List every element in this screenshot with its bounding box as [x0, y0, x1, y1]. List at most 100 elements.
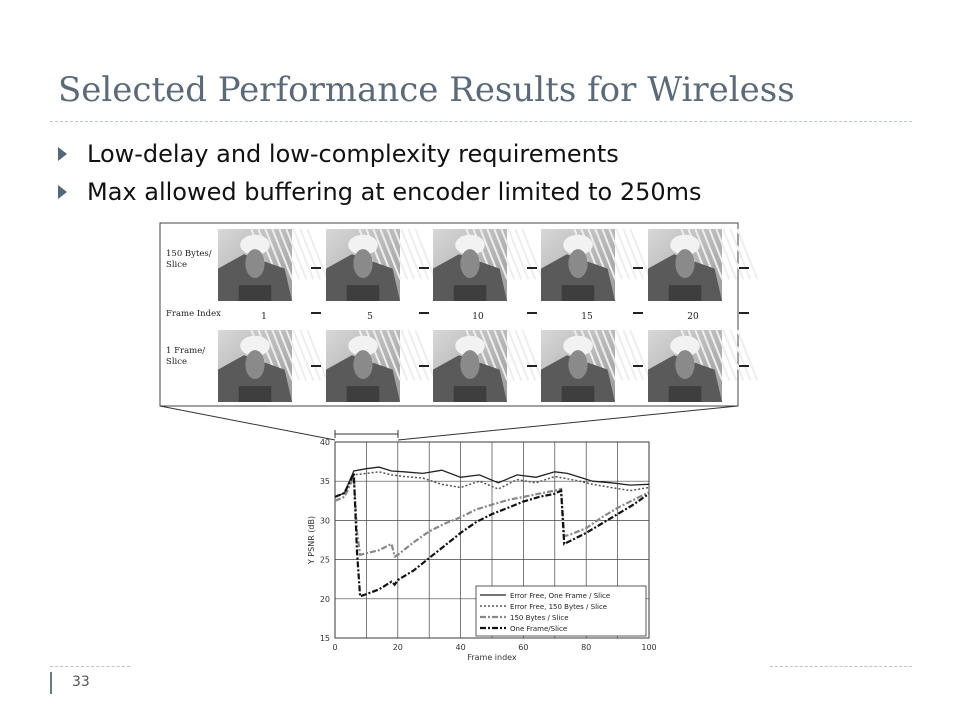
thumbnail-stripe: [736, 329, 759, 381]
thumbnail-stripe: [493, 329, 516, 381]
thumbnail-stripe: [278, 228, 301, 280]
thumbnail-stripe: [521, 228, 544, 280]
frame-thumbnail: [326, 329, 437, 402]
frame-thumbnail: [648, 329, 759, 402]
thumbnail-stripe: [736, 228, 759, 280]
thumbnail-stripe: [292, 329, 315, 381]
frame-thumbnail: [541, 228, 652, 301]
thumbnail-stripe: [615, 329, 638, 381]
shoulders-icon: [238, 285, 272, 301]
thumbnail-stripe: [514, 228, 537, 280]
thumbnail-stripe: [386, 228, 409, 280]
series-line: [334, 471, 650, 502]
hardhat-icon: [240, 335, 270, 356]
frame-index-label: 20: [687, 312, 699, 322]
hardhat-icon: [348, 335, 378, 356]
thumbnail-stripe: [608, 228, 631, 280]
zoom-callout: [159, 405, 739, 441]
thumbnail-stripe: [500, 228, 523, 280]
thumbnail-stripe: [414, 329, 437, 381]
thumbnail-stripe: [486, 329, 509, 381]
triangle-bullet-icon: [58, 185, 67, 199]
y-tick-label: 30: [320, 516, 330, 525]
face-icon: [245, 350, 265, 379]
row-label: 1 Frame/Slice: [166, 346, 205, 367]
title-divider: [50, 121, 912, 122]
thumbnail-stripe: [729, 329, 752, 381]
row-label: 150 Bytes/Slice: [166, 249, 212, 270]
thumbnail-stripe: [500, 329, 523, 381]
thumbnail-stripe: [407, 228, 430, 280]
thumbnail-stripe: [514, 329, 537, 381]
face-icon: [353, 350, 373, 379]
frame-thumbnails: [218, 228, 759, 402]
face-icon: [353, 249, 373, 278]
thumbnail-stripe: [393, 228, 416, 280]
frame-thumbnail: [433, 228, 544, 301]
thumbnail-stripe: [285, 228, 308, 280]
hardhat-icon: [563, 234, 593, 255]
hardhat-icon: [563, 335, 593, 356]
thumbnail-stripe: [407, 329, 430, 381]
thumbnail-stripe: [701, 329, 724, 381]
thumbnail-stripe: [271, 329, 294, 381]
thumbnail-stripe: [379, 329, 402, 381]
triangle-bullet-icon: [58, 147, 67, 161]
series-line: [334, 472, 650, 559]
legend-label: Error Free, 150 Bytes / Slice: [510, 603, 607, 611]
bullet-item: Max allowed buffering at encoder limited…: [58, 178, 702, 206]
y-tick-label: 15: [320, 634, 330, 643]
bullet-item: Low-delay and low-complexity requirement…: [58, 140, 702, 168]
thumbnail-stripe: [708, 228, 731, 280]
hardhat-icon: [670, 234, 700, 255]
thumbnail-stripe: [629, 329, 652, 381]
face-icon: [245, 249, 265, 278]
thumbnail-stripe: [379, 228, 402, 280]
thumbnail-stripe: [722, 329, 745, 381]
thumbnail-stripe: [729, 228, 752, 280]
thumbnail-stripe: [285, 329, 308, 381]
legend-label: 150 Bytes / Slice: [510, 614, 569, 622]
page-number-marker: [50, 672, 52, 694]
frame-thumbnail: [648, 228, 759, 301]
y-tick-label: 20: [320, 595, 330, 604]
x-axis-label: Frame index: [467, 653, 517, 662]
x-tick-label: 0: [332, 643, 337, 652]
bullet-text: Max allowed buffering at encoder limited…: [87, 178, 702, 206]
face-icon: [568, 350, 588, 379]
thumbnail-stripe: [486, 228, 509, 280]
frame-index-label: 5: [367, 312, 373, 322]
footer-divider-left: [50, 666, 130, 667]
hardhat-icon: [670, 335, 700, 356]
series-line: [334, 466, 650, 498]
x-tick-label: 100: [641, 643, 656, 652]
thumbnail-stripe: [386, 329, 409, 381]
shoulders-icon: [346, 285, 380, 301]
face-icon: [568, 249, 588, 278]
x-tick-label: 80: [581, 643, 591, 652]
thumbnail-stripe: [715, 329, 738, 381]
thumbnail-stripe: [393, 329, 416, 381]
shoulders-icon: [453, 386, 487, 402]
thumbnail-stripe: [292, 228, 315, 280]
frame-thumbnail: [541, 329, 652, 402]
x-tick-label: 60: [518, 643, 528, 652]
x-tick-label: 40: [456, 643, 466, 652]
hardhat-icon: [240, 234, 270, 255]
row-label-line: 150 Bytes/: [166, 249, 212, 259]
face-icon: [675, 249, 695, 278]
thumbnail-stripe: [414, 228, 437, 280]
legend-label: Error Free, One Frame / Slice: [510, 592, 610, 600]
thumbnail-stripe: [701, 228, 724, 280]
footer-divider-right: [770, 666, 912, 667]
y-tick-label: 35: [320, 477, 330, 486]
thumbnail-stripe: [306, 228, 329, 280]
thumbnail-stripe: [400, 228, 423, 280]
slide-title: Selected Performance Results for Wireles…: [58, 70, 795, 110]
frame-thumbnail: [326, 228, 437, 301]
thumbnail-stripe: [622, 329, 645, 381]
